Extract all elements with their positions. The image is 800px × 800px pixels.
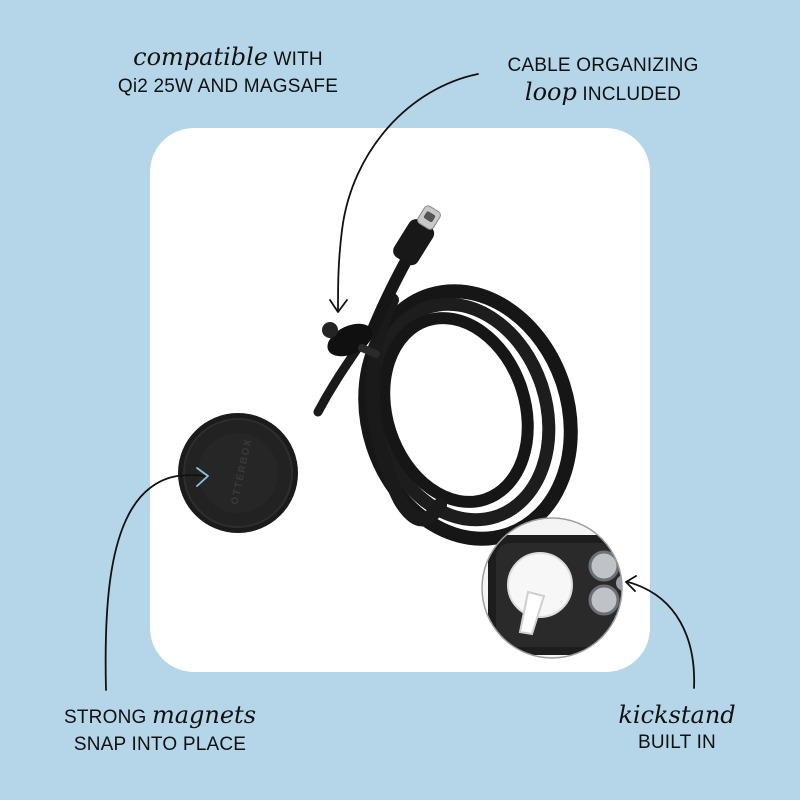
charging-pad [178,413,298,533]
callout-magnets: STRONG magnets SNAP INTO PLACE [40,702,280,758]
kick-arrowhead [625,575,637,592]
callout-compatible-italic: compatible [133,43,269,71]
loop-arrowhead [329,299,348,313]
kickstand-inset [481,517,623,659]
kick-arrow [627,581,696,689]
callout-loop-rest: INCLUDED [576,84,682,105]
callout-magnets-line2: SNAP INTO PLACE [73,734,247,755]
callout-compatible: compatible WITH Qi2 25W AND MAGSAFE [78,44,378,100]
callout-compatible-line2: Qi2 25W AND MAGSAFE [117,76,339,97]
callout-loop: CABLE ORGANIZING loop INCLUDED [478,52,728,108]
callout-magnets-italic: magnets [151,701,257,729]
loop-arrow [337,73,479,311]
callout-loop-italic: loop [524,78,577,106]
magnets-arrowhead [196,467,209,487]
callout-kickstand-italic: kickstand [618,701,736,729]
magnets-arrow [104,474,207,691]
callout-compatible-rest: WITH [268,49,323,70]
callout-kickstand: kickstand BUILT IN [602,702,752,756]
usb-c-connector [393,205,441,266]
callout-loop-line1: CABLE ORGANIZING [507,55,699,76]
callout-magnets-prefix: STRONG [63,707,152,728]
cable-loop-strap [322,322,380,358]
callout-arrows [104,73,696,691]
callout-kickstand-line2: BUILT IN [638,732,716,753]
